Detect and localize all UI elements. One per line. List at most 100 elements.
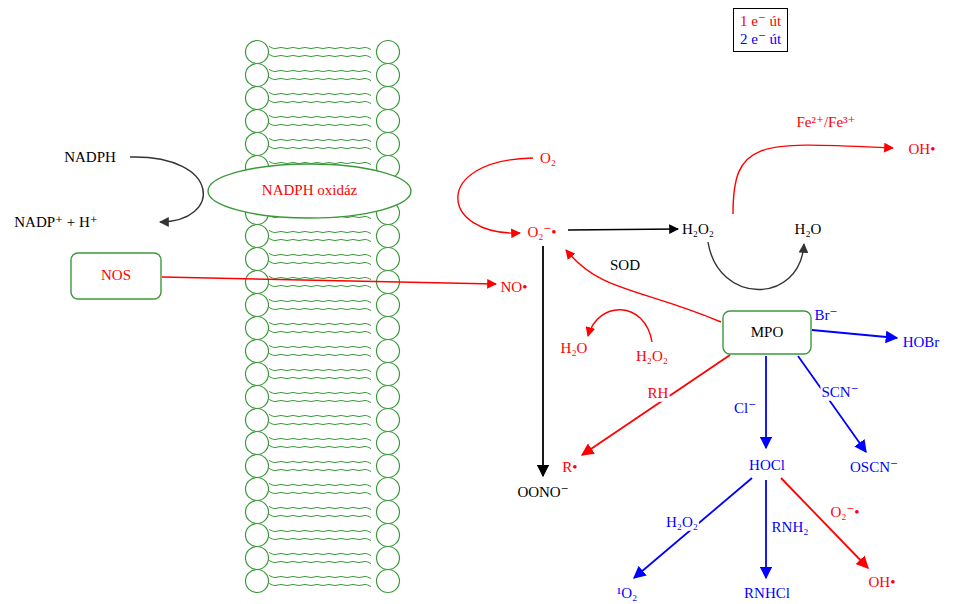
lipid-tail: [269, 483, 371, 486]
species-label: SCN⁻: [820, 384, 859, 401]
species-label: R•: [561, 459, 578, 476]
species-label: RH: [647, 385, 670, 402]
legend-box: 1 e⁻ út2 e⁻ út: [733, 8, 788, 52]
box-outline: [71, 253, 161, 299]
lipid-head: [377, 317, 400, 340]
lipid-tail: [269, 468, 371, 471]
enzyme-name: NOS: [101, 267, 131, 284]
lipid-head: [246, 248, 269, 271]
species-label: Fe²⁺/Fe³⁺: [796, 114, 857, 131]
lipid-tail: [269, 92, 371, 95]
lipid-tail: [269, 422, 371, 425]
lipid-head: [377, 524, 400, 547]
o2-arrow: [458, 158, 533, 233]
lipid-tail: [269, 230, 371, 233]
lipid-tail: [269, 322, 371, 325]
lipid-tail: [269, 437, 371, 440]
lipid-tail: [269, 138, 371, 141]
lipid-tail: [269, 238, 371, 241]
species-label: OH•: [868, 574, 897, 591]
singlet-oxygen-arrow: [634, 478, 752, 578]
species-label: O₂⁻•: [526, 224, 557, 241]
lipid-tail: [269, 345, 371, 348]
lipid-head: [246, 87, 269, 110]
lipid-tail: [269, 284, 371, 287]
enzyme-name: NADPH oxidáz: [262, 182, 357, 199]
species-label: H₂O: [794, 221, 823, 238]
legend-text: 2 e⁻ út: [740, 31, 781, 47]
fenton-arrow: [733, 145, 893, 214]
lipid-head: [377, 432, 400, 455]
peroxynitrite-arrow: [542, 246, 544, 476]
lipid-head: [377, 294, 400, 317]
lipid-tail: [269, 368, 371, 371]
lipid-tail: [269, 146, 371, 149]
species-label: RNH₂: [771, 519, 810, 536]
species-label: H₂O₂: [635, 348, 669, 365]
nadph-arrow: [130, 157, 203, 222]
enzyme-box: MPO: [722, 310, 812, 355]
lipid-head: [377, 409, 400, 432]
enzyme-box: NOS: [70, 252, 162, 300]
lipid-tail: [269, 560, 371, 563]
lipid-tail: [269, 506, 371, 509]
lipid-head: [246, 225, 269, 248]
lipid-tail: [269, 77, 371, 80]
species-label: O₂⁻•: [829, 504, 860, 521]
lipid-tail: [269, 299, 371, 302]
lipid-head: [246, 294, 269, 317]
legend-entry: 1 e⁻ út: [740, 12, 781, 30]
lipid-head: [377, 363, 400, 386]
lipid-head: [246, 386, 269, 409]
species-label: NO•: [500, 279, 529, 296]
lipid-tail: [269, 69, 371, 72]
legend-entry: 2 e⁻ út: [740, 30, 781, 48]
species-label: O₂: [539, 150, 557, 167]
nos-arrow: [162, 277, 496, 284]
species-label: H₂O₂: [665, 514, 699, 531]
lipid-tail: [269, 253, 371, 256]
lipid-tail: [269, 583, 371, 586]
species-label: ¹O₂: [616, 585, 639, 602]
lipid-head: [246, 547, 269, 570]
lipid-tail: [269, 445, 371, 448]
lipid-head: [377, 386, 400, 409]
lipid-head: [246, 133, 269, 156]
lipid-head: [246, 317, 269, 340]
lipid-tail: [269, 353, 371, 356]
lipid-head: [377, 547, 400, 570]
lipid-head: [246, 340, 269, 363]
species-label: NADPH: [63, 149, 117, 166]
lipid-head: [246, 455, 269, 478]
lipid-tail: [269, 100, 371, 103]
lipid-head: [246, 501, 269, 524]
lipid-head: [377, 41, 400, 64]
lipid-head: [246, 41, 269, 64]
lipid-tail: [269, 414, 371, 417]
lipid-head: [377, 478, 400, 501]
species-label: HOBr: [902, 334, 941, 351]
species-label: NADP⁺ + H⁺: [13, 214, 98, 231]
lipid-head: [377, 501, 400, 524]
lipid-head: [377, 455, 400, 478]
lipid-tail: [269, 575, 371, 578]
lipid-head: [246, 570, 269, 593]
species-label: OH•: [908, 141, 937, 158]
lipid-head: [377, 225, 400, 248]
species-label: SOD: [609, 257, 641, 274]
species-label: H₂O₂: [681, 221, 715, 238]
lipid-tail: [269, 376, 371, 379]
lipid-tail: [269, 330, 371, 333]
lipid-tail: [269, 529, 371, 532]
species-label: RNHCl: [743, 585, 791, 602]
h2o2-water-arrow: [588, 310, 652, 342]
lipid-head: [377, 248, 400, 271]
ellipse-outline: [208, 164, 411, 218]
species-label: OSCN⁻: [849, 459, 899, 476]
lipid-tail: [269, 460, 371, 463]
catalase-arrow: [708, 242, 804, 290]
lipid-head: [377, 133, 400, 156]
species-label: OONO⁻: [516, 484, 569, 501]
